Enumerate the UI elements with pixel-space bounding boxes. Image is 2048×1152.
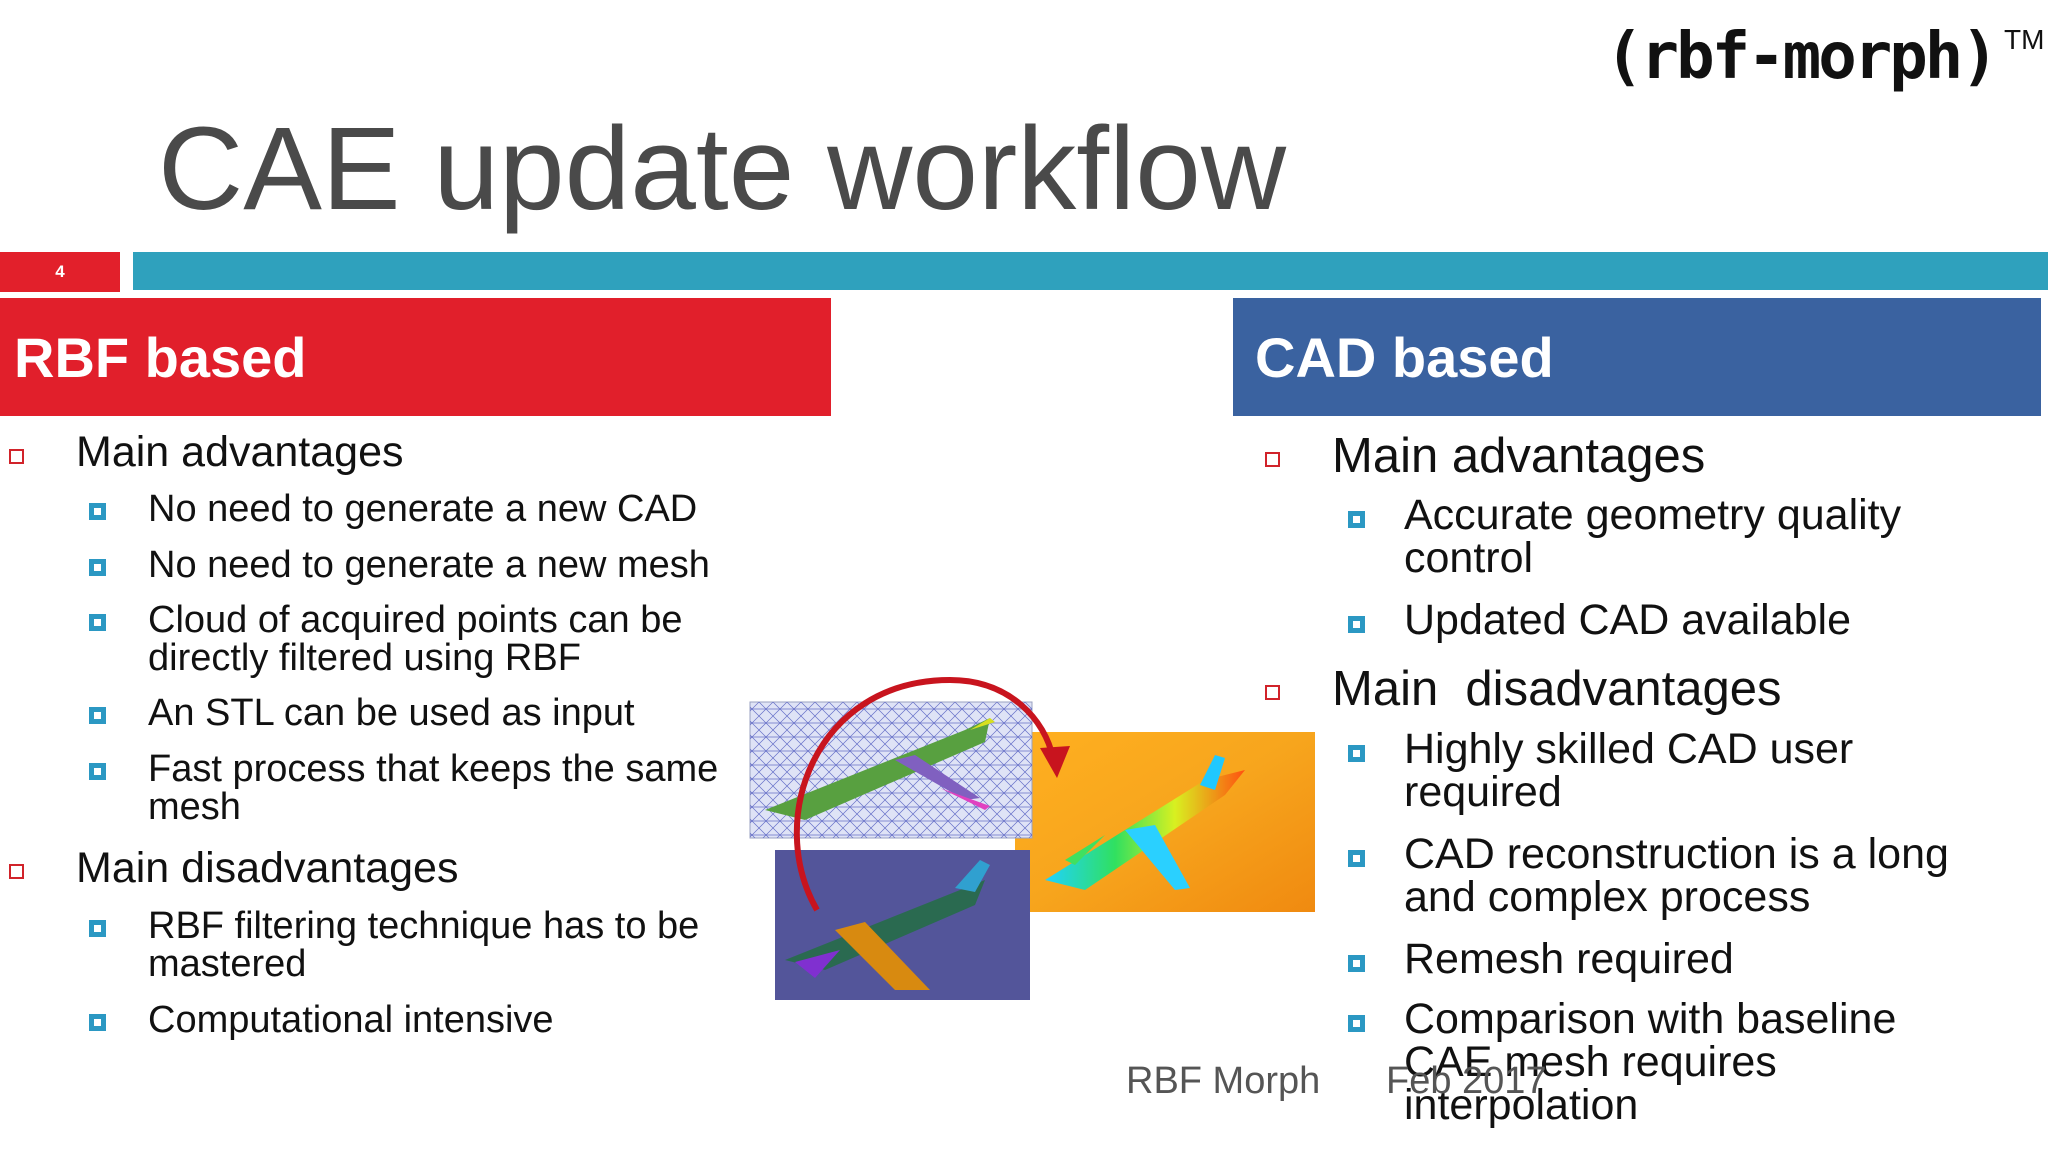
- right-disadvantage-item: Remesh required: [1404, 935, 1734, 983]
- bullet-square-icon: [1265, 452, 1280, 467]
- cfd-result-panel: [1015, 732, 1315, 912]
- sub-bullet-square-icon: [1348, 511, 1365, 528]
- bullet-square-icon: [9, 449, 24, 464]
- left-advantage-item: No need to generate a new mesh: [148, 544, 710, 586]
- sub-bullet-square-icon: [89, 614, 106, 631]
- sub-bullet-square-icon: [89, 763, 106, 780]
- footer-date: Feb 2017: [1386, 1060, 1547, 1102]
- left-disadvantage-item: RBF filtering technique has to be master…: [148, 905, 700, 985]
- slide-title: CAE update workflow: [158, 103, 1287, 235]
- rbf-based-header-label: RBF based: [14, 325, 307, 389]
- left-advantage-item: Fast process that keeps the same mesh: [148, 748, 719, 828]
- right-advantages-heading: Main advantages: [1332, 429, 1706, 483]
- sub-bullet-square-icon: [1348, 1015, 1365, 1032]
- left-advantage-item: An STL can be used as input: [148, 692, 635, 734]
- right-disadvantages-heading: Main disadvantages: [1332, 662, 1782, 716]
- right-advantage-item: Accurate geometry quality control: [1404, 491, 1902, 582]
- cad-based-header-label: CAD based: [1255, 325, 1554, 389]
- left-disadvantage-item: Computational intensive: [148, 999, 554, 1041]
- title-divider-bar: [133, 252, 2048, 290]
- slide-number: 4: [55, 262, 65, 281]
- right-disadvantage-item: Comparison with baseline CAE mesh requir…: [1404, 995, 1897, 1129]
- trademark-mark: TM: [2004, 24, 2045, 55]
- workflow-illustration: [749, 676, 1315, 1000]
- right-advantage-item: Updated CAD available: [1404, 596, 1851, 644]
- cad-model-panel: [775, 850, 1030, 1000]
- bullet-square-icon: [1265, 685, 1280, 700]
- left-disadvantages-heading: Main disadvantages: [76, 844, 459, 892]
- right-disadvantage-item: Highly skilled CAD user required: [1404, 725, 1854, 816]
- footer-company: RBF Morph: [1126, 1060, 1321, 1102]
- sub-bullet-square-icon: [89, 920, 106, 937]
- sub-bullet-square-icon: [1348, 850, 1365, 867]
- left-advantages-heading: Main advantages: [76, 428, 404, 476]
- sub-bullet-square-icon: [1348, 616, 1365, 633]
- sub-bullet-square-icon: [89, 503, 106, 520]
- sub-bullet-square-icon: [1348, 955, 1365, 972]
- sub-bullet-square-icon: [1348, 745, 1365, 762]
- sub-bullet-square-icon: [89, 559, 106, 576]
- cad-based-header: CAD based: [1233, 298, 2041, 416]
- left-advantage-item: No need to generate a new CAD: [148, 488, 698, 530]
- left-advantage-item: Cloud of acquired points can be directly…: [148, 599, 683, 679]
- mesh-panel: [749, 701, 1033, 839]
- rbf-morph-logo: (rbf-morph): [1605, 20, 1999, 94]
- workflow-arrow-icon: [793, 676, 1070, 912]
- right-disadvantage-item: CAD reconstruction is a long and complex…: [1404, 830, 1949, 921]
- rbf-based-header: RBF based: [0, 298, 831, 416]
- slide-number-box: [0, 252, 120, 292]
- sub-bullet-square-icon: [89, 1014, 106, 1031]
- bullet-square-icon: [9, 864, 24, 879]
- sub-bullet-square-icon: [89, 707, 106, 724]
